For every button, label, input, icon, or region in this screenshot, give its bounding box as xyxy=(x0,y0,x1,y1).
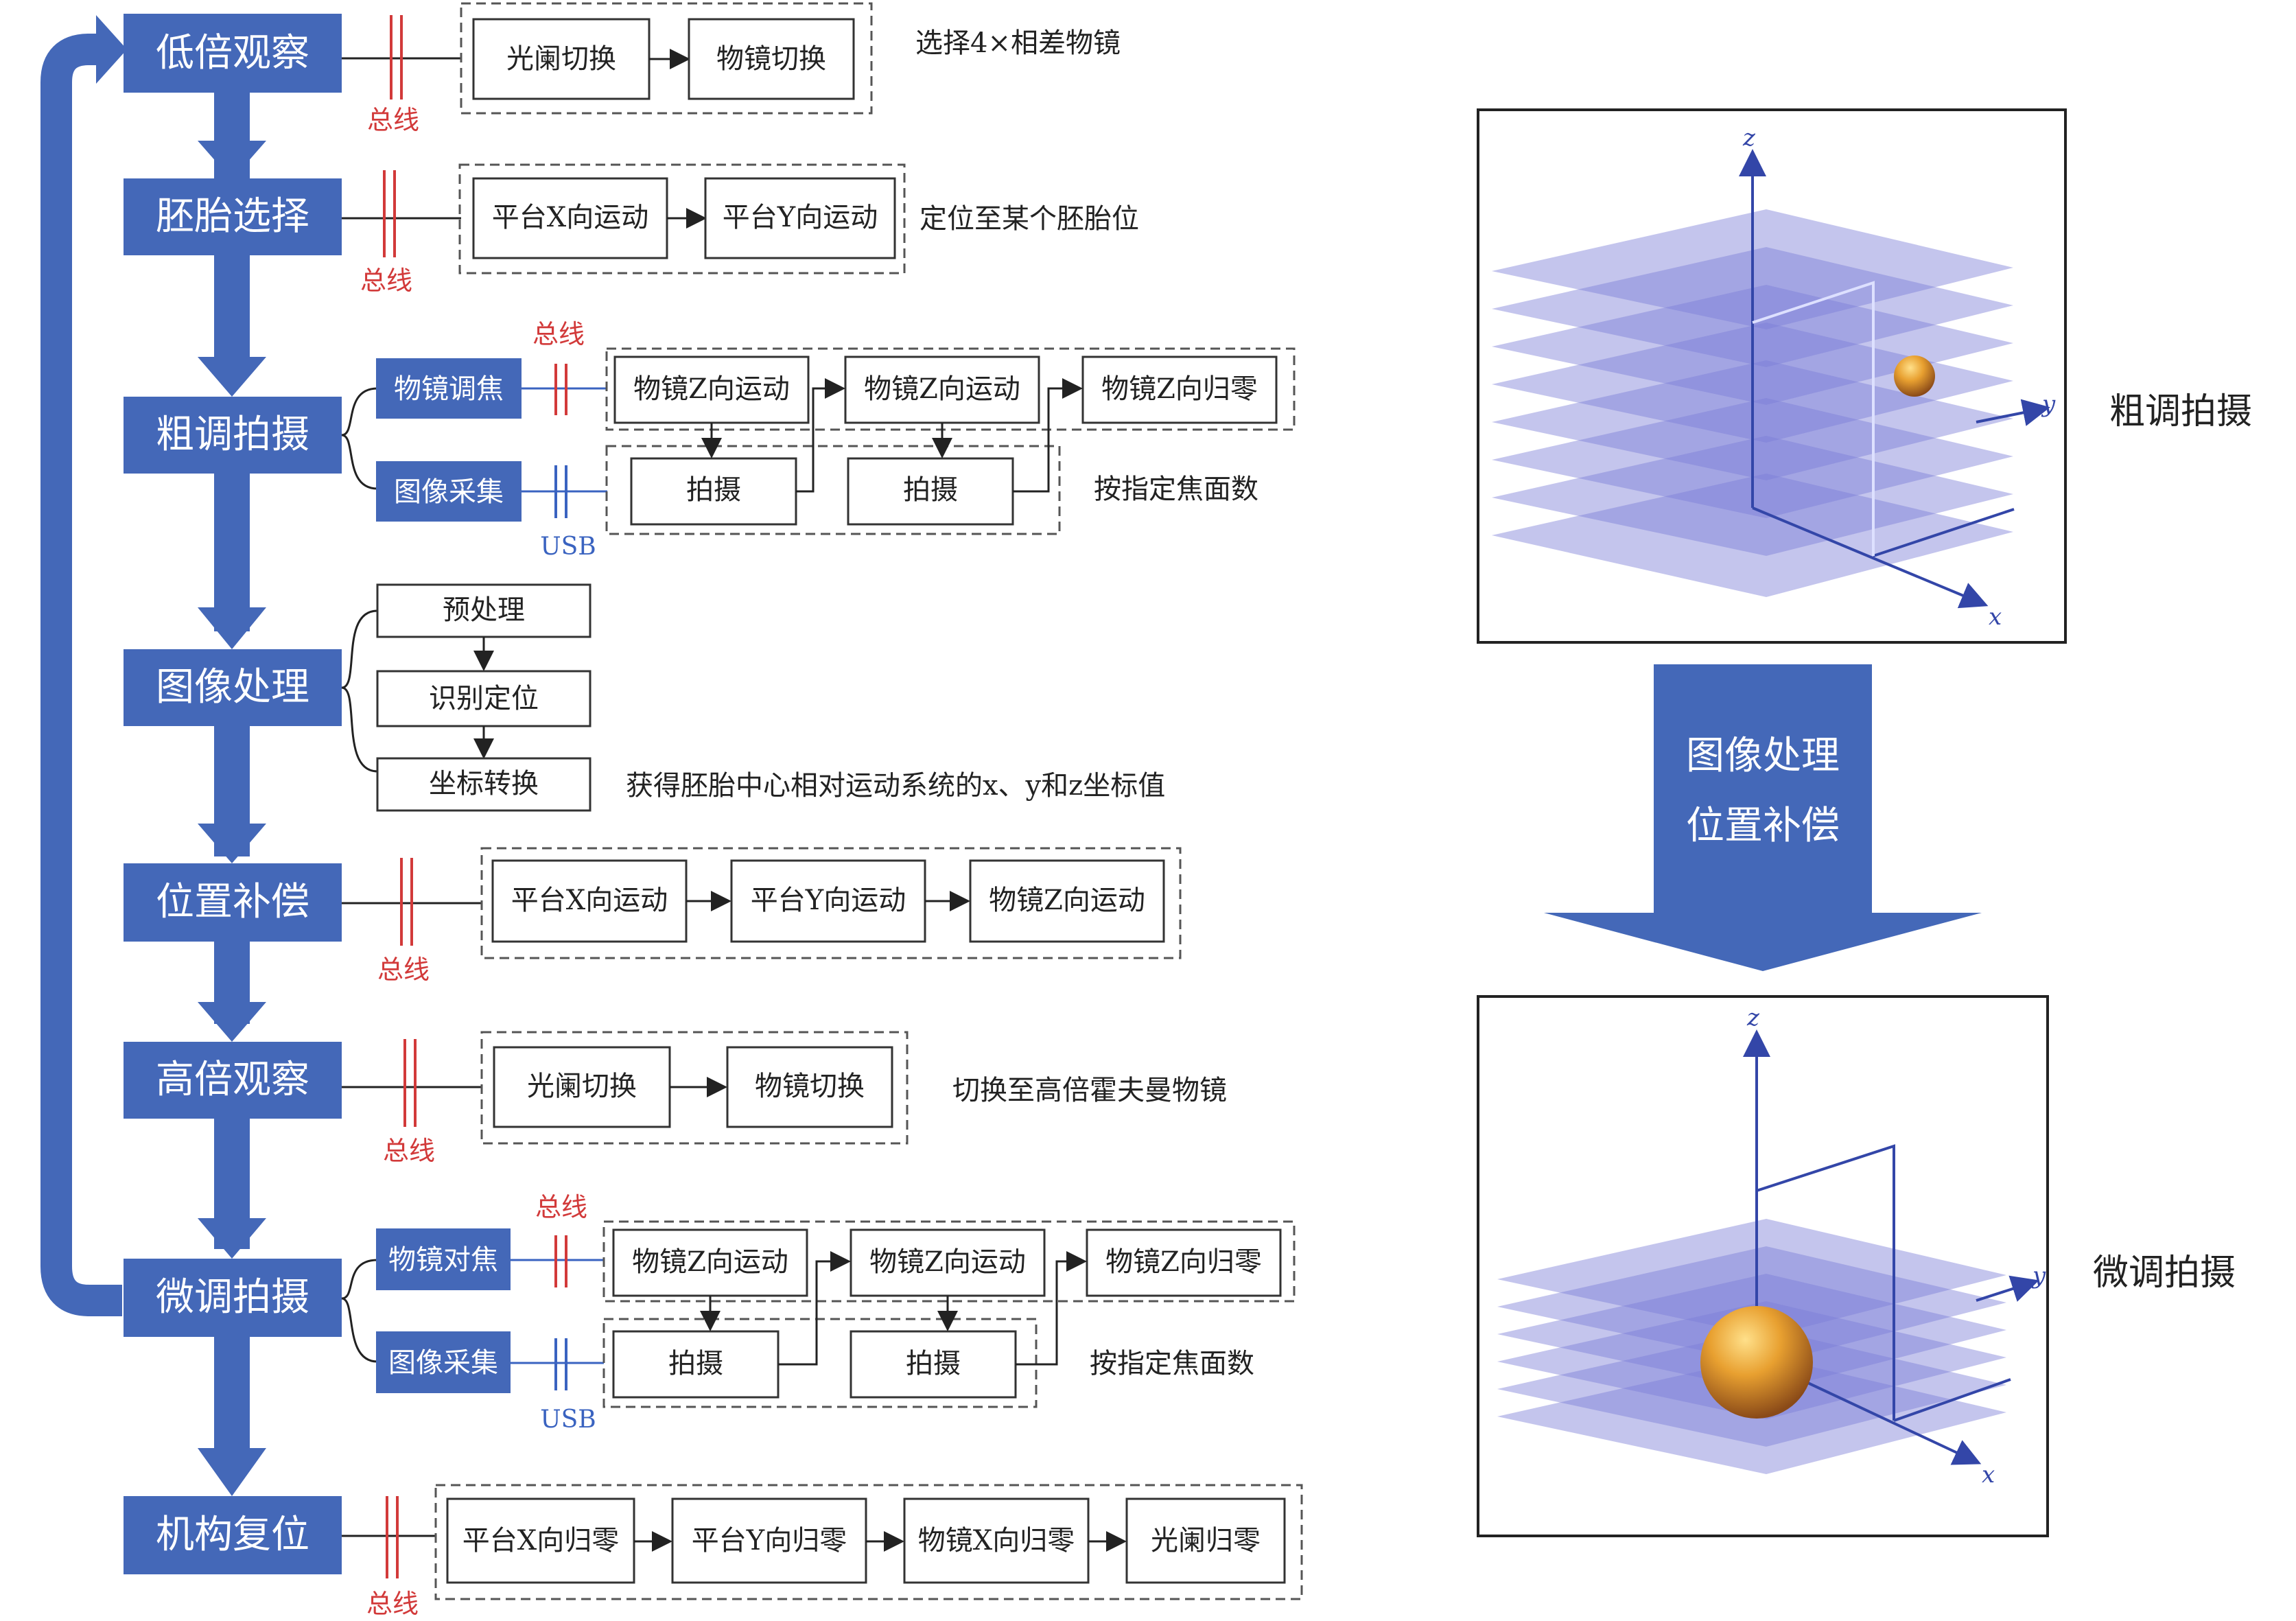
step-high-observe: 高倍观察 xyxy=(124,1042,342,1119)
op-label: 坐标转换 xyxy=(429,768,539,800)
op-label: 物镜切换 xyxy=(716,43,826,75)
bus-label: 总线 xyxy=(360,266,412,296)
step-label: 低倍观察 xyxy=(156,31,309,75)
op-label: 物镜Z向运动 xyxy=(869,1246,1026,1278)
op-label: 物镜Z向归零 xyxy=(1105,1246,1262,1278)
step-coarse-capture: 粗调拍摄 xyxy=(124,397,342,474)
axis-z-label: z xyxy=(1746,1004,1760,1031)
bus-label: 总线 xyxy=(535,1192,587,1222)
process-arrow: 图像处理 位置补偿 xyxy=(1544,664,1982,971)
op-label: 物镜Z向归零 xyxy=(1101,373,1258,405)
row-high-observe: 总线 光阑切换 物镜切换 切换至高倍霍夫曼物镜 xyxy=(342,1031,1227,1166)
step-fine-capture: 微调拍摄 xyxy=(124,1259,342,1337)
bus-label: 总线 xyxy=(366,1589,419,1619)
op-label: 拍摄 xyxy=(906,1348,961,1379)
bus-label: 总线 xyxy=(377,955,430,985)
step-label: 粗调拍摄 xyxy=(156,412,309,457)
row-image-process: 预处理 识别定位 坐标转换 获得胚胎中心相对运动系统的x、y和z坐标值 xyxy=(341,583,1165,812)
coarse-caption: 粗调拍摄 xyxy=(2109,391,2252,432)
bus-label: 总线 xyxy=(532,319,585,349)
usb-label: USB xyxy=(540,1406,596,1434)
axis-y-label: y xyxy=(2041,390,2056,418)
op-label: 平台X向运动 xyxy=(492,202,648,233)
step-label: 图像处理 xyxy=(156,665,309,710)
op-label: 物镜X向归零 xyxy=(918,1525,1075,1556)
op-label: 平台X向运动 xyxy=(511,885,668,916)
step-mechanism-reset: 机构复位 xyxy=(124,1496,342,1574)
axis-x-label: x xyxy=(1989,603,2002,631)
row-low-observe: 总线 光阑切换 物镜切换 选择4×相差物镜 xyxy=(342,2,1121,135)
op-label: 光阑切换 xyxy=(527,1071,637,1102)
sub-label: 物镜调焦 xyxy=(394,373,504,405)
op-label: 拍摄 xyxy=(903,474,958,506)
op-group xyxy=(458,163,906,275)
bus-label: 总线 xyxy=(383,1136,435,1166)
op-label: 识别定位 xyxy=(429,683,539,714)
note: 按指定焦面数 xyxy=(1094,474,1258,505)
note: 选择4×相差物镜 xyxy=(915,27,1121,59)
step-label: 位置补偿 xyxy=(156,880,309,924)
axis-z-label: z xyxy=(1742,124,1756,152)
panel-coarse: z y x xyxy=(1477,108,2067,644)
step-label: 微调拍摄 xyxy=(156,1275,309,1320)
step-label: 机构复位 xyxy=(156,1513,309,1557)
op-label: 物镜切换 xyxy=(755,1071,865,1102)
op-label: 拍摄 xyxy=(668,1348,723,1379)
op-label: 物镜Z向运动 xyxy=(864,373,1020,405)
op-label: 平台Y向归零 xyxy=(692,1525,847,1556)
step-image-process: 图像处理 xyxy=(124,649,342,726)
bus-label: 总线 xyxy=(367,105,419,135)
note: 切换至高倍霍夫曼物镜 xyxy=(952,1075,1227,1106)
op-label: 预处理 xyxy=(443,594,525,626)
op-label: 物镜Z向运动 xyxy=(633,373,790,405)
row-position-compensate: 总线 平台X向运动 平台Y向运动 物镜Z向运动 xyxy=(342,847,1182,985)
row-embryo-select: 总线 平台X向运动 平台Y向运动 定位至某个胚胎位 xyxy=(342,163,1139,296)
fine-caption: 微调拍摄 xyxy=(2093,1252,2236,1294)
op-label: 平台Y向运动 xyxy=(723,202,878,233)
flow-arrows xyxy=(40,15,266,1496)
op-label: 拍摄 xyxy=(686,474,741,506)
sub-label: 图像采集 xyxy=(394,476,504,508)
row-fine-capture: 物镜对焦 图像采集 总线 USB 物镜Z向运动 物镜Z向运动 物镜Z向归零 拍摄… xyxy=(341,1192,1296,1434)
panel-fine: z y x xyxy=(1477,995,2049,1537)
op-label: 物镜Z向运动 xyxy=(989,885,1145,916)
step-low-observe: 低倍观察 xyxy=(124,14,342,93)
op-label: 光阑归零 xyxy=(1151,1525,1261,1556)
step-label: 胚胎选择 xyxy=(156,194,309,239)
op-label: 平台Y向运动 xyxy=(751,885,906,916)
axis-y-label: y xyxy=(2031,1262,2046,1290)
note: 按指定焦面数 xyxy=(1090,1348,1254,1379)
op-group xyxy=(460,2,873,115)
row-coarse-capture: 物镜调焦 图像采集 总线 USB 物镜Z向运动 物镜Z向运动 物镜Z向归零 拍摄… xyxy=(341,319,1296,561)
step-label: 高倍观察 xyxy=(156,1058,309,1102)
axis-x-label: x xyxy=(1982,1461,1995,1489)
op-label: 平台X向归零 xyxy=(462,1525,619,1556)
sub-label: 图像采集 xyxy=(388,1347,498,1379)
note: 定位至某个胚胎位 xyxy=(919,203,1139,235)
arrow-line-2: 位置补偿 xyxy=(1686,804,1840,848)
op-label: 光阑切换 xyxy=(506,43,616,75)
note: 获得胚胎中心相对运动系统的x、y和z坐标值 xyxy=(626,770,1165,802)
row-mechanism-reset: 总线 平台X向归零 平台Y向归零 物镜X向归零 光阑归零 xyxy=(342,1484,1303,1619)
step-embryo-select: 胚胎选择 xyxy=(124,178,342,255)
op-label: 物镜Z向运动 xyxy=(632,1246,788,1278)
arrow-line-1: 图像处理 xyxy=(1686,734,1840,778)
usb-label: USB xyxy=(540,533,596,561)
step-position-compensate: 位置补偿 xyxy=(124,863,342,942)
sub-label: 物镜对焦 xyxy=(388,1244,498,1276)
